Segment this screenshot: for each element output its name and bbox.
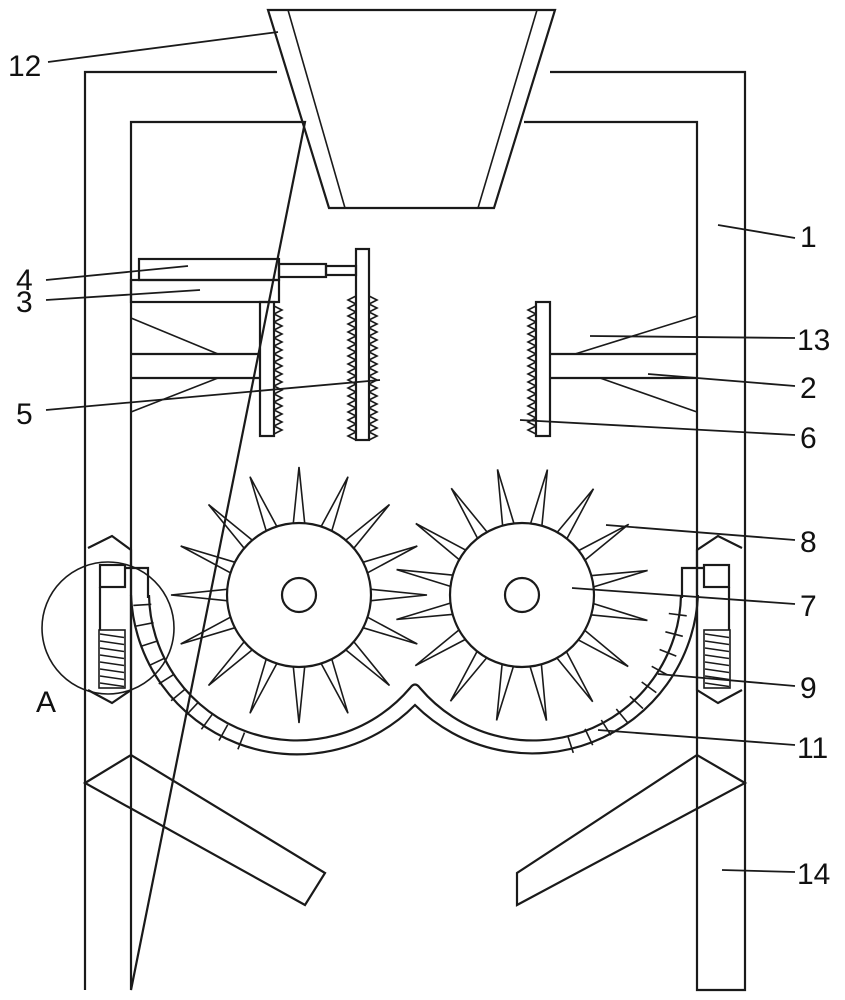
label-13: 13 (797, 324, 830, 357)
plate-spikes (273, 295, 537, 441)
left-spring-mount (87, 534, 150, 705)
rotor-right (448, 521, 596, 669)
label-4: 4 (16, 264, 33, 297)
label-9: 9 (800, 672, 817, 705)
left-bracket (130, 300, 276, 438)
label-5: 5 (16, 398, 33, 431)
label-detail-a: A (36, 686, 56, 719)
label-8: 8 (800, 526, 817, 559)
detail-circle-a (41, 561, 175, 695)
label-3: 3 (16, 286, 33, 319)
left-mount (129, 247, 371, 442)
label-2: 2 (800, 372, 817, 405)
label-11: 11 (797, 732, 828, 765)
part-labels: 12 1 4 3 13 2 5 6 8 7 9 11 14 A (8, 50, 830, 891)
leader-lines (45, 31, 796, 873)
label-6: 6 (800, 422, 817, 455)
screen-trough (129, 594, 700, 756)
rotor-left (225, 521, 373, 669)
label-7: 7 (800, 590, 817, 623)
label-1: 1 (800, 221, 817, 254)
rotor-teeth (170, 466, 648, 724)
discharge-chute (82, 753, 748, 907)
frame-body (83, 70, 747, 992)
right-spring-mount (680, 534, 743, 705)
right-bracket (534, 300, 698, 438)
hopper (266, 8, 557, 210)
label-14: 14 (797, 858, 830, 891)
label-12: 12 (8, 50, 41, 83)
